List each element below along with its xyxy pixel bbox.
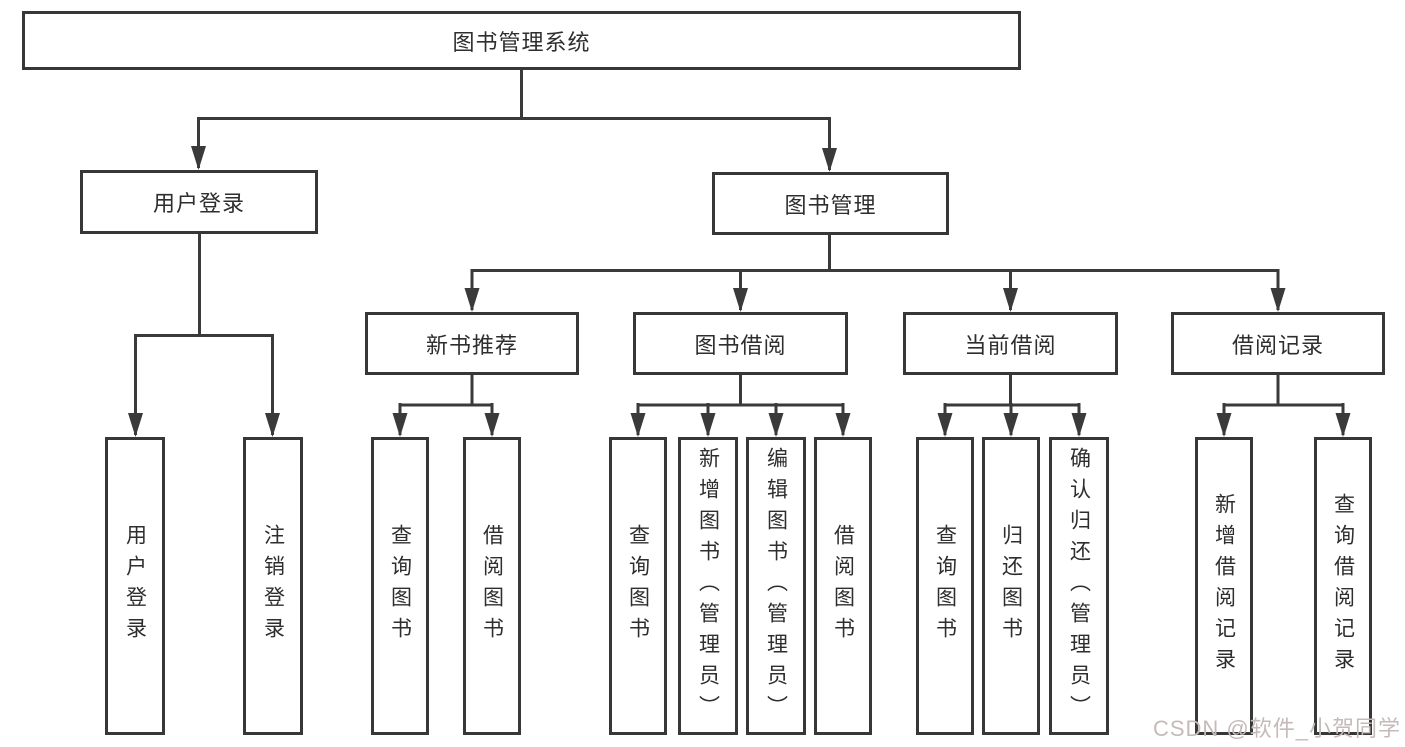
leaf-logout-login-label: 注销登录	[261, 524, 285, 648]
leaf-current-query-book: 查询图书	[916, 437, 974, 735]
node-borrow-records: 借阅记录	[1171, 312, 1385, 375]
leaf-recommend-borrow-book: 借阅图书	[463, 437, 521, 735]
arrow-cb-confirm	[1071, 413, 1087, 437]
leaf-borrow-borrow-book-label: 借阅图书	[831, 524, 855, 648]
node-book-management: 图书管理	[712, 172, 949, 235]
arrow-new-book-rec	[464, 288, 480, 312]
leaf-current-confirm-return-label: 确认归还（管理员）	[1067, 446, 1091, 726]
leaf-borrow-edit-book: 编辑图书（管理员）	[746, 437, 806, 735]
leaf-logout-login: 注销登录	[243, 437, 303, 735]
node-root-label: 图书管理系统	[452, 29, 591, 55]
leaf-borrow-query-book: 查询图书	[609, 437, 667, 735]
arrow-leaf-logout	[265, 413, 280, 437]
leaf-current-confirm-return: 确认归还（管理员）	[1049, 437, 1109, 735]
node-user-login: 用户登录	[80, 170, 318, 234]
node-borrow-records-label: 借阅记录	[1231, 332, 1324, 358]
leaf-recommend-borrow-book-label: 借阅图书	[480, 524, 504, 648]
node-new-book-recommend: 新书推荐	[365, 312, 579, 375]
node-root: 图书管理系统	[22, 11, 1021, 70]
watermark: CSDN @软件_小贺同学	[1152, 716, 1401, 741]
leaf-user-login: 用户登录	[105, 437, 165, 735]
leaf-borrow-edit-book-label: 编辑图书（管理员）	[764, 446, 788, 726]
leaf-recommend-query-book-label: 查询图书	[388, 524, 412, 648]
node-current-borrow-label: 当前借阅	[964, 332, 1057, 358]
arrow-bb-edit	[768, 413, 784, 437]
leaf-recommend-query-book: 查询图书	[371, 437, 429, 735]
leaf-user-login-label: 用户登录	[123, 524, 147, 648]
arrow-cb-return	[1003, 413, 1019, 437]
leaf-borrow-query-book-label: 查询图书	[626, 524, 650, 648]
leaf-records-query-record-label: 查询借阅记录	[1331, 493, 1355, 679]
arrow-book-borrow	[733, 288, 748, 312]
arrow-bb-add	[700, 413, 716, 437]
leaf-current-query-book-label: 查询图书	[933, 524, 957, 648]
arrow-borrow-records	[1270, 288, 1286, 312]
leaf-current-return-book-label: 归还图书	[999, 524, 1023, 648]
arrow-br-query	[1335, 413, 1351, 437]
arrow-cb-query	[937, 413, 953, 437]
arrow-rec-borrow	[484, 413, 500, 437]
node-book-borrow-label: 图书借阅	[694, 332, 787, 358]
leaf-records-add-record-label: 新增借阅记录	[1212, 493, 1236, 679]
arrow-rec-query	[392, 413, 408, 437]
arrow-br-add	[1216, 413, 1232, 437]
arrow-bb-borrow	[835, 413, 851, 437]
leaf-borrow-borrow-book: 借阅图书	[814, 437, 872, 735]
leaf-current-return-book: 归还图书	[982, 437, 1040, 735]
arrow-user-login	[191, 146, 206, 170]
node-book-management-label: 图书管理	[784, 192, 877, 218]
arrowheads	[128, 146, 1351, 437]
leaf-borrow-add-book-label: 新增图书（管理员）	[696, 446, 720, 726]
node-book-borrow: 图书借阅	[633, 312, 848, 375]
node-user-login-label: 用户登录	[152, 191, 245, 216]
leaf-records-query-record: 查询借阅记录	[1314, 437, 1372, 735]
node-current-borrow: 当前借阅	[903, 312, 1118, 375]
arrow-book-mgmt	[822, 148, 837, 172]
arrow-leaf-user-login	[128, 413, 143, 437]
arrow-current-borrow	[1003, 288, 1018, 312]
node-new-book-recommend-label: 新书推荐	[425, 332, 518, 358]
leaf-records-add-record: 新增借阅记录	[1195, 437, 1253, 735]
leaf-borrow-add-book: 新增图书（管理员）	[678, 437, 738, 735]
arrow-bb-query	[630, 413, 646, 437]
